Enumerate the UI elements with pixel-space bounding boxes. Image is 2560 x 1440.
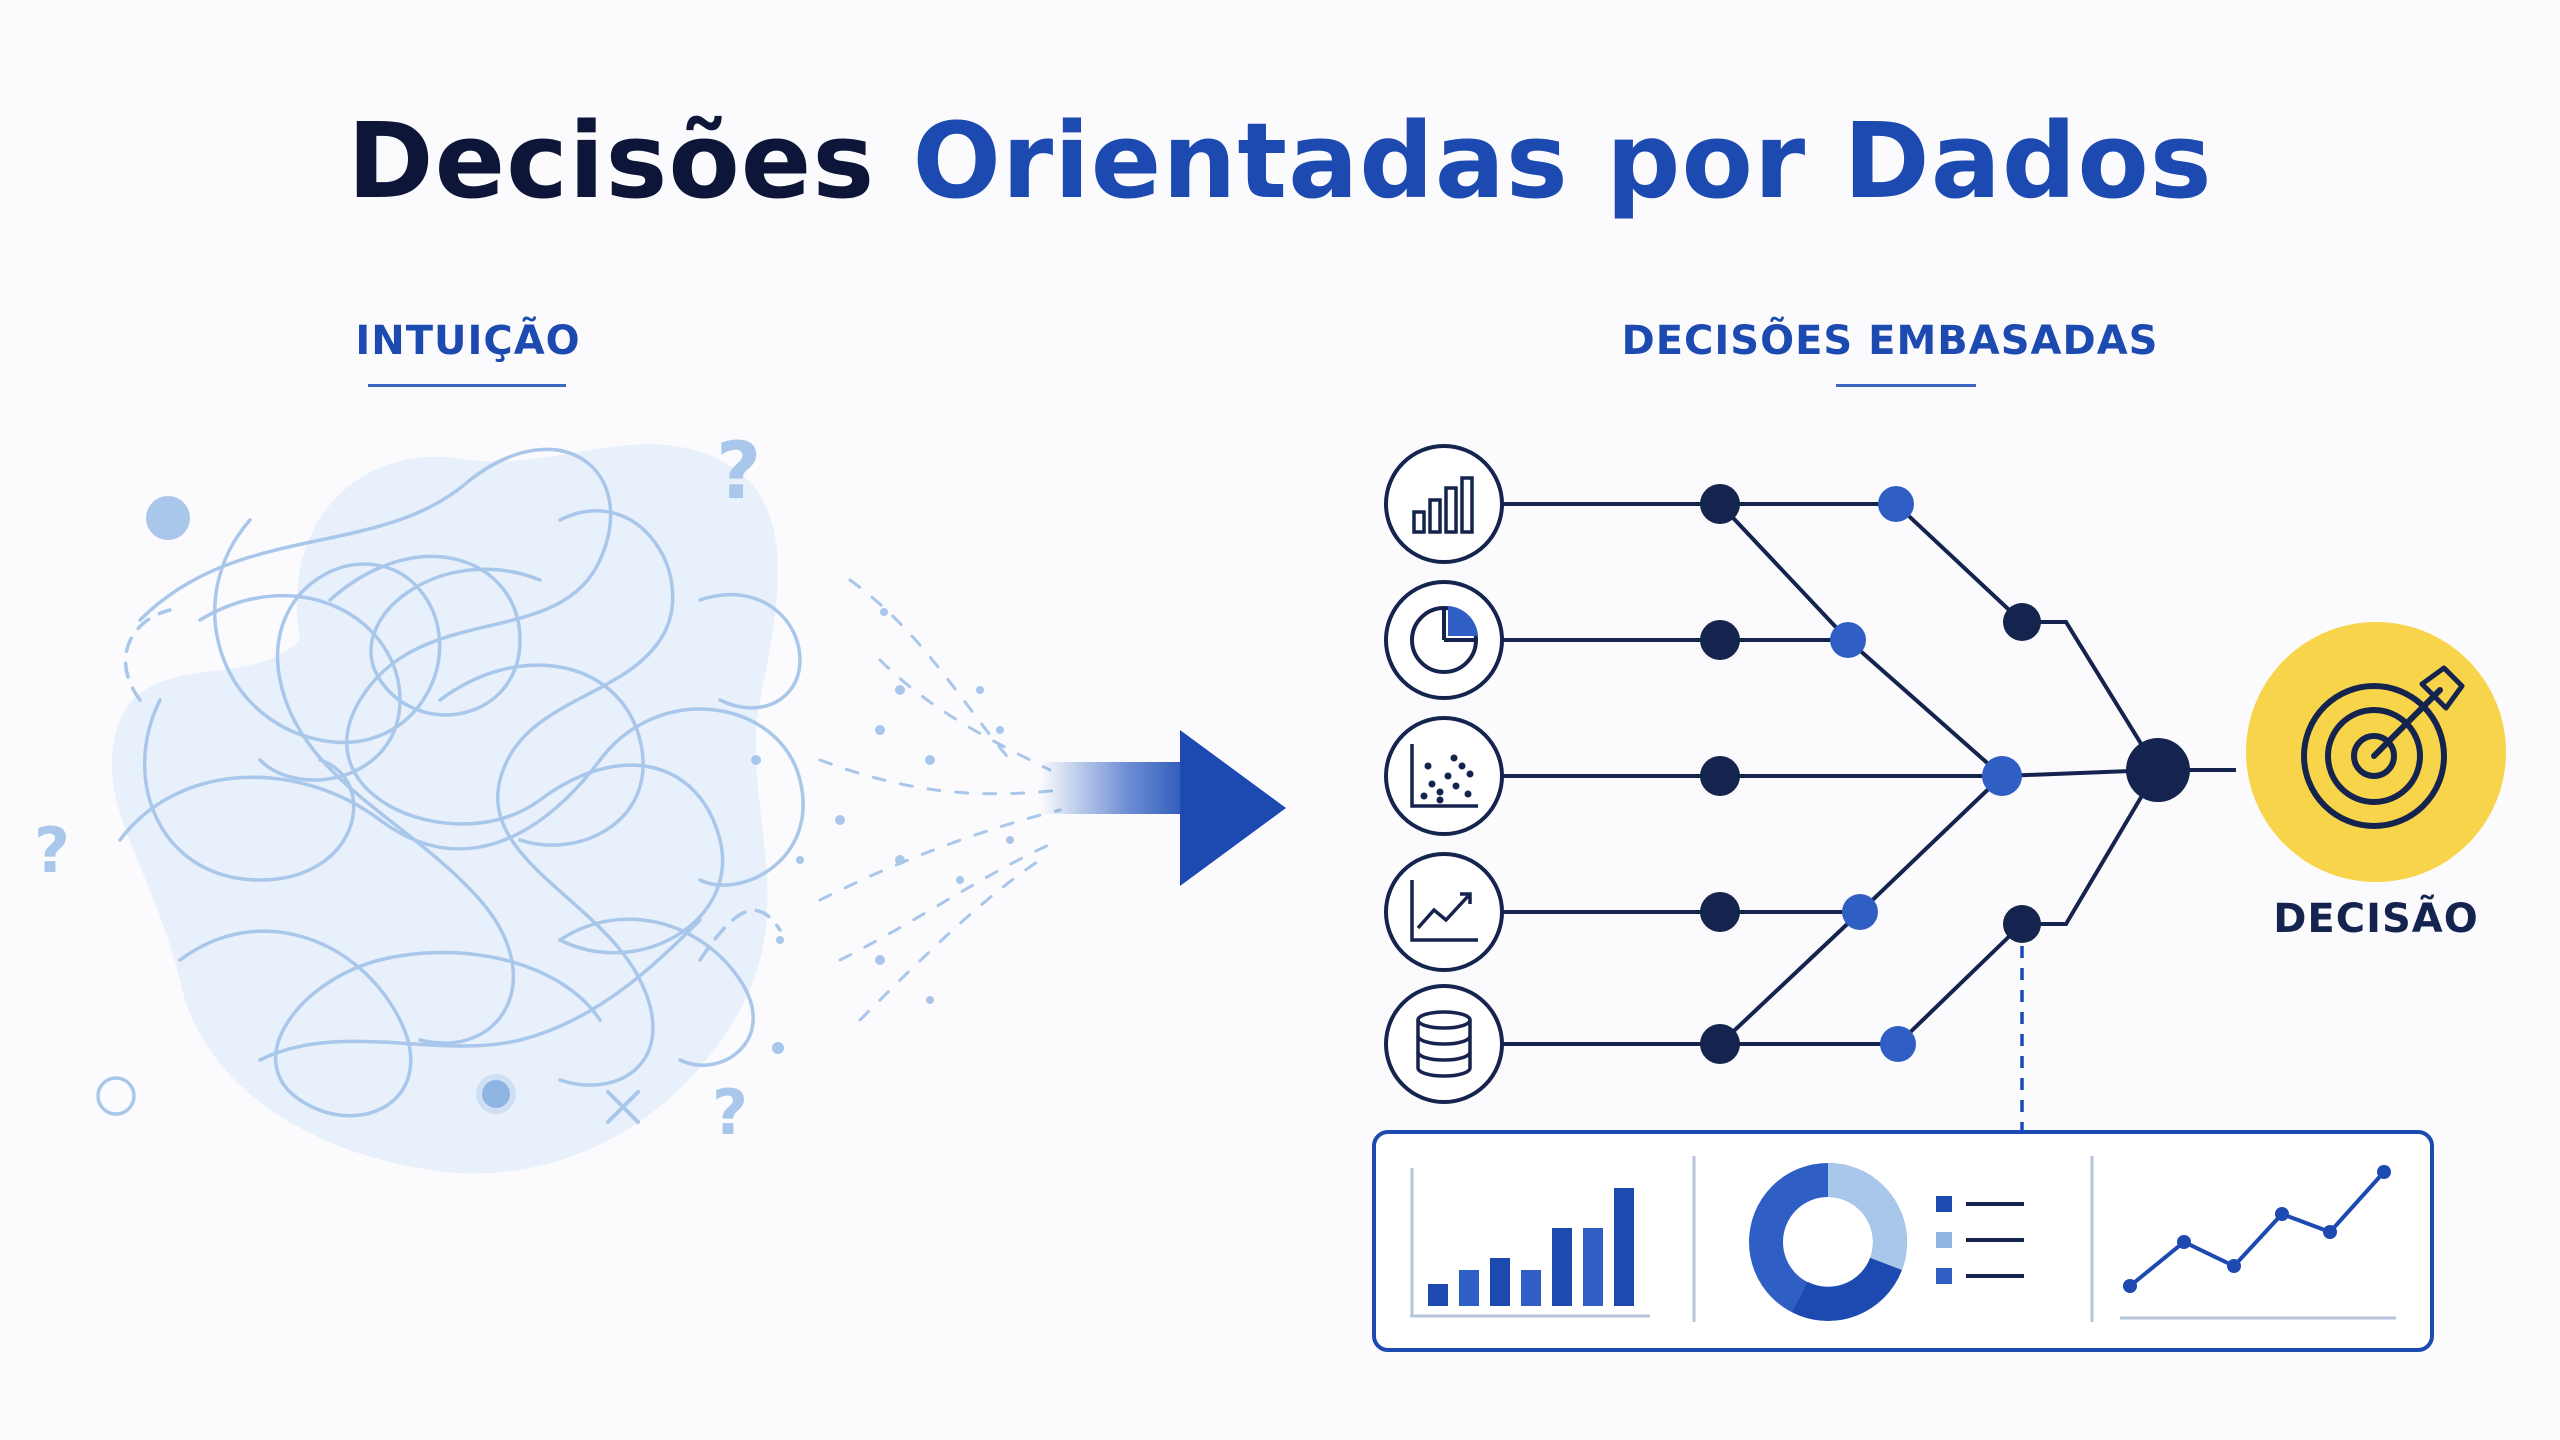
database-icon	[1384, 984, 1504, 1104]
network-node	[1878, 486, 1914, 522]
dashboard-donut-chart	[1749, 1163, 1907, 1321]
network-node	[2003, 603, 2041, 641]
question-marks: ? ? ?	[34, 427, 761, 1149]
network-node	[1880, 1026, 1916, 1062]
page-title: Decisões Orientadas por Dados	[0, 96, 2560, 226]
dashboard-bar	[1490, 1258, 1510, 1306]
cross-icon	[606, 1090, 640, 1124]
network-node	[1700, 484, 1740, 524]
intuition-label: INTUIÇÃO	[355, 318, 581, 364]
dashboard-bar	[1428, 1284, 1448, 1306]
dashboard-bar	[1459, 1270, 1479, 1306]
network-hub-node	[2126, 738, 2190, 802]
tangled-thoughts	[118, 447, 805, 1118]
dashboard-legend	[1936, 1196, 2024, 1284]
question-mark-icon: ?	[712, 1076, 748, 1149]
dashboard-bar	[1552, 1228, 1572, 1306]
network-node	[1700, 1024, 1740, 1064]
scatter-plot-icon	[1384, 716, 1504, 836]
intuition-underline	[368, 384, 566, 387]
line-chart-icon	[1384, 852, 1504, 972]
decision-label: DECISÃO	[2273, 896, 2479, 942]
dashboard-line-chart	[2120, 1165, 2396, 1320]
dispersing-stream	[818, 578, 1062, 1022]
question-mark-icon: ?	[716, 427, 761, 517]
decoration-dots	[96, 496, 784, 1116]
decor-dot	[772, 1042, 784, 1054]
network-node	[1700, 756, 1740, 796]
network-node	[1700, 620, 1740, 660]
dashboard-bar	[1614, 1188, 1634, 1306]
network-node	[1830, 622, 1866, 658]
dashboard-bar	[1521, 1270, 1541, 1306]
informed-decisions-label: DECISÕES EMBASADAS	[1621, 318, 2159, 364]
title-part-accent: Orientadas por Dados	[912, 100, 2213, 222]
decision-network	[1502, 502, 2232, 1046]
target-icon	[2190, 622, 2506, 882]
network-node	[1842, 894, 1878, 930]
data-sources	[1384, 444, 1504, 1104]
transition-arrow-icon	[1040, 730, 1286, 886]
decor-circle-filled	[146, 496, 190, 540]
pie-chart-icon	[1384, 580, 1504, 700]
network-nodes	[1700, 484, 2190, 1064]
decor-circle-ringed	[476, 1074, 516, 1114]
dashboard-bar	[1583, 1228, 1603, 1306]
bar-chart-icon	[1384, 444, 1504, 564]
network-node	[2003, 905, 2041, 943]
title-part-plain: Decisões	[347, 100, 876, 222]
intuition-cloud	[111, 444, 778, 1174]
dashboard-bar-chart	[1410, 1168, 1650, 1318]
particles	[751, 608, 1014, 1004]
informed-decisions-underline	[1836, 384, 1976, 387]
decor-circle-outline	[96, 1076, 136, 1116]
network-node	[1982, 756, 2022, 796]
question-mark-icon: ?	[34, 814, 70, 887]
network-node	[1700, 892, 1740, 932]
